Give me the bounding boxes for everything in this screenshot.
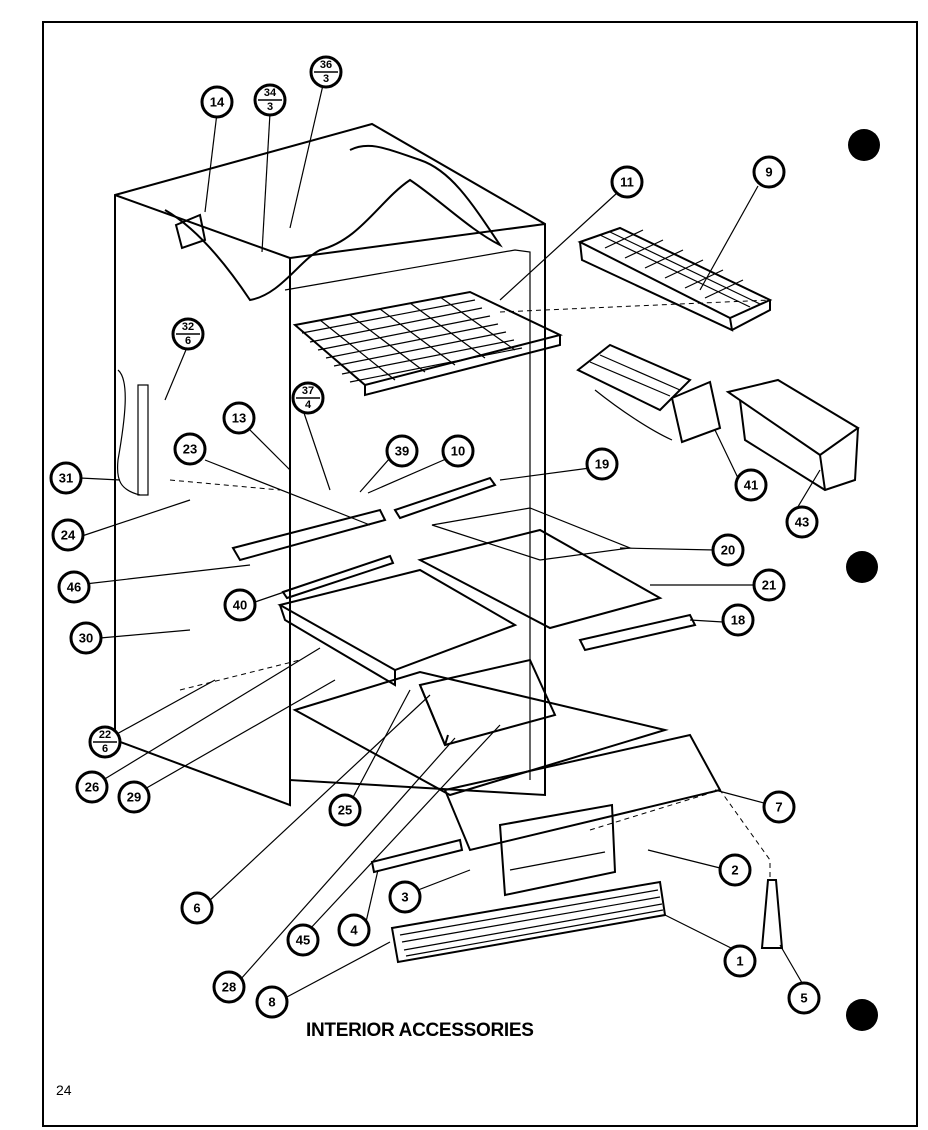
svg-text:3: 3 xyxy=(267,101,273,113)
svg-text:9: 9 xyxy=(765,165,772,180)
svg-text:22: 22 xyxy=(99,729,111,741)
svg-text:26: 26 xyxy=(85,780,99,795)
crisper-assembly xyxy=(277,568,722,897)
binder-hole-middle xyxy=(846,551,878,583)
callout-2: 2 xyxy=(718,853,752,887)
ice-storage-bin xyxy=(725,378,860,492)
callout-14: 14 xyxy=(200,85,234,119)
alignment-lines xyxy=(169,299,771,880)
svg-text:6: 6 xyxy=(102,743,108,755)
callout-29: 29 xyxy=(117,780,151,814)
refrigerator-cabinet xyxy=(114,122,546,807)
svg-text:28: 28 xyxy=(222,980,236,995)
svg-text:37: 37 xyxy=(302,385,314,397)
svg-text:3: 3 xyxy=(401,890,408,905)
callout-30: 30 xyxy=(69,621,103,655)
page-number: 24 xyxy=(56,1082,72,1098)
callout-31: 31 xyxy=(49,461,83,495)
svg-text:46: 46 xyxy=(67,580,81,595)
leader-lines xyxy=(79,84,821,999)
svg-text:14: 14 xyxy=(210,95,225,110)
callout-3: 3 xyxy=(388,880,422,914)
svg-text:3: 3 xyxy=(323,73,329,85)
svg-text:11: 11 xyxy=(620,175,634,190)
callout-34-3: 343 xyxy=(253,83,287,117)
callout-37-4: 374 xyxy=(291,381,325,415)
callout-13: 13 xyxy=(222,401,256,435)
svg-text:36: 36 xyxy=(320,59,332,71)
svg-text:8: 8 xyxy=(268,995,275,1010)
svg-text:45: 45 xyxy=(296,933,310,948)
svg-text:4: 4 xyxy=(305,399,312,411)
shelf-rails xyxy=(231,476,697,652)
callout-36-3: 363 xyxy=(309,55,343,89)
callout-40: 40 xyxy=(223,588,257,622)
svg-text:29: 29 xyxy=(127,790,141,805)
svg-text:40: 40 xyxy=(233,598,247,613)
callout-7: 7 xyxy=(762,790,796,824)
svg-text:10: 10 xyxy=(451,444,465,459)
callout-22-6: 226 xyxy=(88,725,122,759)
svg-text:34: 34 xyxy=(264,87,277,99)
svg-text:25: 25 xyxy=(338,803,352,818)
callout-19: 19 xyxy=(585,447,619,481)
svg-text:43: 43 xyxy=(795,515,809,530)
callout-9: 9 xyxy=(752,155,786,189)
page-border xyxy=(42,21,918,1127)
svg-text:30: 30 xyxy=(79,631,93,646)
svg-text:32: 32 xyxy=(182,321,194,333)
callout-45: 45 xyxy=(286,923,320,957)
svg-text:7: 7 xyxy=(775,800,782,815)
svg-text:5: 5 xyxy=(800,991,807,1006)
svg-text:1: 1 xyxy=(736,954,743,969)
callout-10: 10 xyxy=(441,434,475,468)
callout-11: 11 xyxy=(610,165,644,199)
callout-46: 46 xyxy=(57,570,91,604)
callout-39: 39 xyxy=(385,434,419,468)
svg-text:13: 13 xyxy=(232,411,246,426)
svg-text:41: 41 xyxy=(744,478,758,493)
svg-text:39: 39 xyxy=(395,444,409,459)
callout-41: 41 xyxy=(734,468,768,502)
svg-text:19: 19 xyxy=(595,457,609,472)
ice-cube-tray xyxy=(577,226,773,332)
callout-4: 4 xyxy=(337,913,371,947)
svg-text:18: 18 xyxy=(731,613,745,628)
leveling-leg xyxy=(760,879,784,949)
callout-23: 23 xyxy=(173,432,207,466)
svg-text:24: 24 xyxy=(61,528,76,543)
svg-text:23: 23 xyxy=(183,442,197,457)
callout-18: 18 xyxy=(721,603,755,637)
callout-43: 43 xyxy=(785,505,819,539)
callout-20: 20 xyxy=(711,533,745,567)
callout-8: 8 xyxy=(255,985,289,1019)
binder-hole-top xyxy=(848,129,880,161)
callout-5: 5 xyxy=(787,981,821,1015)
callout-25: 25 xyxy=(328,793,362,827)
base-grille xyxy=(390,880,667,964)
callout-24: 24 xyxy=(51,518,85,552)
svg-text:4: 4 xyxy=(350,923,358,938)
svg-text:2: 2 xyxy=(731,863,738,878)
svg-text:6: 6 xyxy=(193,901,200,916)
callout-32-6: 326 xyxy=(171,317,205,351)
svg-text:31: 31 xyxy=(59,471,73,486)
freezer-wire-shelf xyxy=(292,290,563,397)
svg-text:20: 20 xyxy=(721,543,735,558)
callout-6: 6 xyxy=(180,891,214,925)
binder-hole-bottom xyxy=(846,999,878,1031)
diagram-title: INTERIOR ACCESSORIES xyxy=(306,1020,534,1041)
svg-text:21: 21 xyxy=(762,578,776,593)
callout-28: 28 xyxy=(212,970,246,1004)
callout-1: 1 xyxy=(723,944,757,978)
svg-text:6: 6 xyxy=(185,335,191,347)
callout-26: 26 xyxy=(75,770,109,804)
ice-maker-assembly xyxy=(576,343,722,444)
callout-21: 21 xyxy=(752,568,786,602)
